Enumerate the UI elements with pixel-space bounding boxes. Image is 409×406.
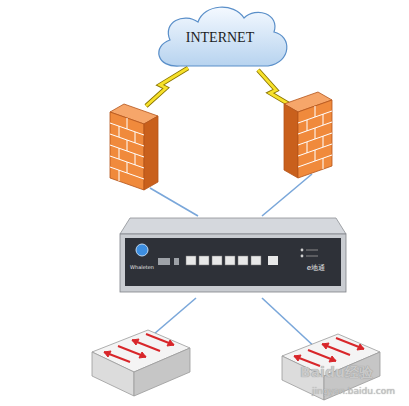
wire bbox=[262, 298, 318, 350]
switch-symbol bbox=[92, 330, 190, 396]
watermark: jingyan.baidu.com bbox=[312, 386, 395, 396]
lightning-bolt bbox=[146, 68, 188, 106]
lightning-bolt bbox=[258, 70, 292, 106]
device-shape bbox=[120, 212, 346, 302]
firewall-symbol bbox=[284, 92, 332, 178]
brand-label: e地通 bbox=[307, 263, 325, 273]
gateway-device: Whaleten e地通 bbox=[120, 212, 346, 302]
device-body bbox=[120, 218, 346, 292]
cloud-label: INTERNET bbox=[186, 30, 254, 46]
brand-label: Whaleten bbox=[130, 264, 154, 270]
cloud-node: INTERNET bbox=[150, 2, 290, 76]
wire bbox=[262, 174, 312, 216]
cloud-outline bbox=[159, 7, 287, 66]
watermark: Baidu经验 bbox=[300, 364, 373, 382]
wire bbox=[150, 188, 198, 216]
firewall-symbol bbox=[110, 104, 158, 190]
